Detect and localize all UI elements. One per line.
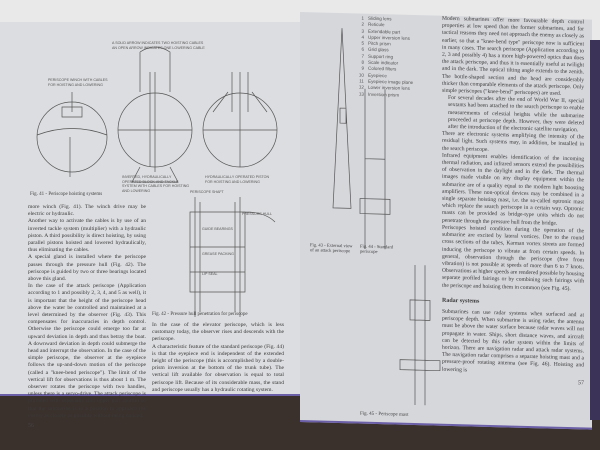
paragraph: Infrared equipment enables identificatio… <box>442 152 584 227</box>
right-column-text: Modern submarines offer more favourable … <box>442 16 584 388</box>
page-number-left: 56 <box>28 423 34 430</box>
paragraph: For several decades after the end of Wor… <box>448 95 584 134</box>
fig42-label-grease: GREASE PACKING <box>202 252 234 256</box>
paragraph: Another way to activate the cables is by… <box>28 218 146 254</box>
fig41-caption: Fig. 41 - Periscope hoisting systems <box>30 192 103 197</box>
paragraph: In the case of the elevator periscope, w… <box>152 322 284 343</box>
fig44-caption: Fig. 44 - Standard periscope <box>360 243 394 255</box>
fig41-label-piston: HYDRAULICALLY OPERATED PISTON FOR HOISTI… <box>205 175 270 184</box>
middle-column-text: In the case of the elevator periscope, w… <box>152 322 284 394</box>
radar-text: Submarines can use radar systems when su… <box>442 308 584 373</box>
fig43-caption: Fig. 43 - External view of an attack per… <box>310 242 353 254</box>
fig42-label-lip: LIP SEAL <box>202 272 218 276</box>
fig45-mast-diagram <box>399 265 441 406</box>
fig42-caption: Fig. 42 - Pressure hull penetration for … <box>152 312 248 317</box>
fig41-hoisting-diagram <box>36 46 278 183</box>
left-column-text: more winch (Fig. 41). The winch drive ma… <box>28 204 146 430</box>
arrow-legend-solid: A SOLID ARROW INDICATES TWO HOISTING CAB… <box>112 41 204 45</box>
fig42-label-hull: PRESSURE HULL <box>242 212 272 216</box>
fig42-penetration-diagram <box>189 197 276 317</box>
paragraph: Periscopes hoisted condition during the … <box>442 224 584 292</box>
left-page: A SOLID ARROW INDICATES TWO HOISTING CAB… <box>0 22 300 429</box>
fig42-label-guide: GUIDE BEARINGS <box>202 227 233 231</box>
page-number-right: 57 <box>578 380 584 387</box>
fig42-label-shaft: PERISCOPE SHAFT <box>190 190 224 194</box>
paragraph: A special gland is installed where the p… <box>28 254 146 283</box>
paragraph: A characteristic feature of the standard… <box>152 343 284 393</box>
arrow-legend-open: AN OPEN ARROW INDICATES ONE LOWERING CAB… <box>112 46 205 50</box>
radar-heading: Radar systems <box>442 297 480 305</box>
paragraph: Modern submarines offer more favourable … <box>442 15 584 97</box>
fig41-label-tackle: INVERTED, HYDRAULICALLY OPERATED BLOCK-A… <box>122 175 190 193</box>
fig43-44-periscope-diagrams <box>332 28 391 250</box>
fig41-label-winch: PERISCOPE WINCH WITH CABLES FOR HOISTING… <box>48 78 108 87</box>
paragraph: more winch (Fig. 41). The winch drive ma… <box>28 204 146 218</box>
paragraph: In the case of the attack periscope (App… <box>28 283 146 419</box>
book-cover-edge <box>590 40 600 420</box>
fig45-caption: Fig. 45 - Periscope mast <box>360 411 409 418</box>
